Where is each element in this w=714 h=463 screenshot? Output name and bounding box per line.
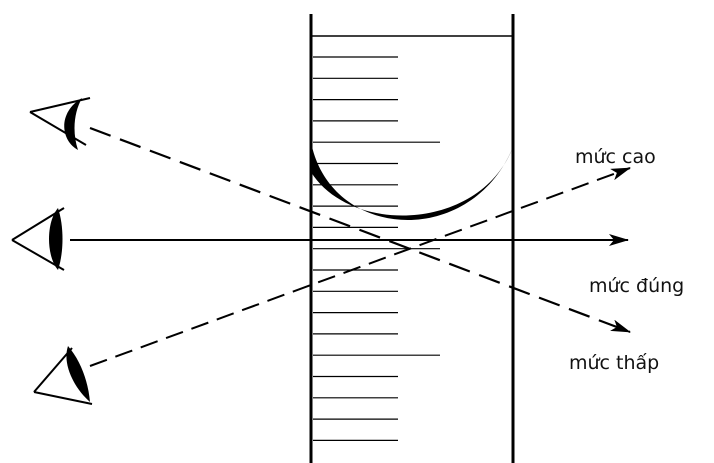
sight-line-from-high-eye <box>89 126 631 334</box>
eye-icon <box>29 97 91 150</box>
graduation-scale <box>313 56 440 441</box>
sight-line-from-low-eye <box>89 167 631 367</box>
label-high-level: mức cao <box>575 146 656 168</box>
eye-icon <box>11 207 65 271</box>
eye-icon <box>33 346 93 405</box>
label-low-level: mức thấp <box>569 352 659 374</box>
measuring-tube <box>309 14 515 463</box>
meniscus <box>311 142 513 220</box>
label-correct-level: mức đúng <box>589 275 684 297</box>
